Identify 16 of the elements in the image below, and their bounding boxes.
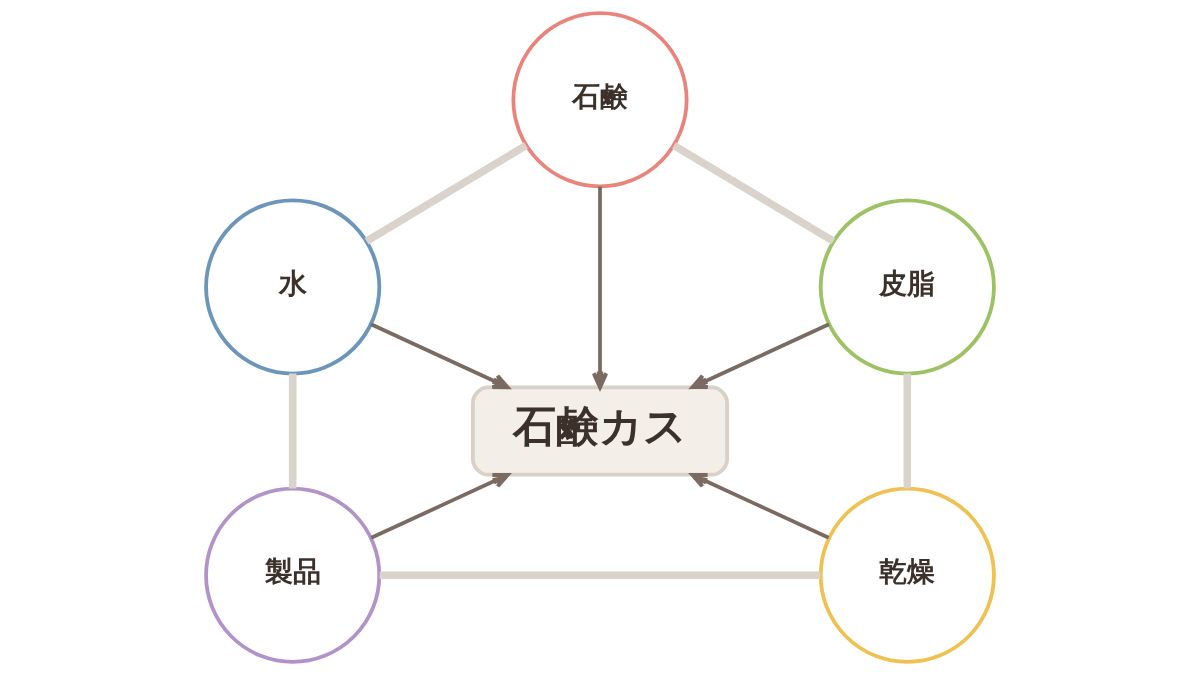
- node-circle: 乾燥: [818, 486, 996, 664]
- connector: [364, 142, 528, 245]
- node-circle: 水: [204, 198, 382, 376]
- node-circle: 製品: [204, 486, 382, 664]
- arrow: [690, 472, 830, 540]
- node-circle: 石鹸: [511, 11, 689, 189]
- arrow: [370, 322, 510, 390]
- connector: [903, 373, 912, 489]
- node-circle: 皮脂: [818, 198, 996, 376]
- arrow: [591, 186, 609, 390]
- node-box: 石鹸カス: [471, 385, 729, 477]
- arrow: [370, 472, 510, 540]
- connector: [672, 142, 836, 245]
- connector: [288, 373, 297, 489]
- connector: [379, 571, 821, 580]
- arrow: [690, 322, 830, 390]
